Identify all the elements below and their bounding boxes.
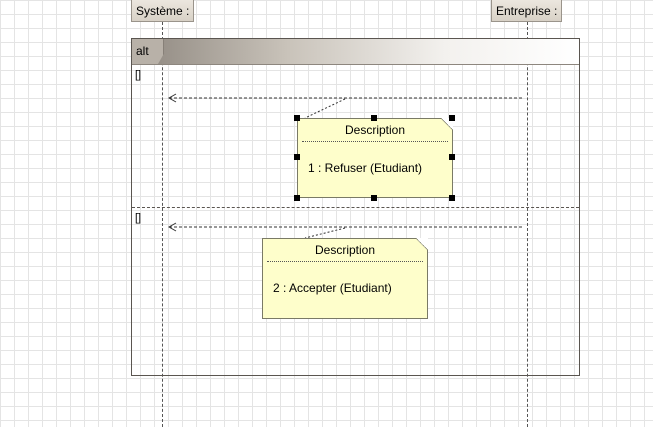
resize-handle-nw[interactable]: [294, 115, 300, 121]
note-divider: [302, 141, 448, 142]
resize-handle-ne[interactable]: [449, 115, 455, 121]
resize-handle-sw[interactable]: [294, 195, 300, 201]
note-divider: [267, 261, 423, 262]
note-anchor-1: [304, 98, 346, 119]
note-fold-icon: [416, 238, 428, 250]
resize-handle-n[interactable]: [371, 115, 377, 121]
note-title: Description: [314, 243, 376, 257]
resize-handle-s[interactable]: [371, 195, 377, 201]
lifeline-head-systeme[interactable]: Système :: [131, 0, 195, 22]
resize-handle-w[interactable]: [294, 154, 300, 160]
guard-operand-2: []: [135, 212, 142, 224]
note-anchor-2: [304, 227, 346, 239]
note-title: Description: [344, 123, 406, 137]
lifeline-line-entreprise: [527, 22, 528, 427]
note-body: 2 : Accepter (Etudiant): [273, 281, 392, 295]
resize-handle-e[interactable]: [449, 154, 455, 160]
resize-handle-se[interactable]: [449, 195, 455, 201]
fragment-header: alt: [132, 39, 579, 65]
note-accepter[interactable]: Description 2 : Accepter (Etudiant): [262, 238, 428, 319]
fragment-operator: alt: [132, 39, 164, 64]
message-arrowhead-2: [167, 222, 177, 232]
alt-fragment[interactable]: alt [] []: [131, 38, 580, 376]
guard-operand-1: []: [135, 69, 142, 81]
note-fold-icon: [441, 118, 453, 130]
operand-separator[interactable]: [132, 207, 579, 208]
note-body: 1 : Refuser (Etudiant): [308, 161, 423, 175]
lifeline-line-systeme: [162, 22, 163, 427]
note-refuser[interactable]: Description 1 : Refuser (Etudiant): [297, 118, 453, 198]
lifeline-head-entreprise[interactable]: Entreprise :: [491, 0, 563, 22]
message-arrowhead-1: [167, 93, 177, 103]
